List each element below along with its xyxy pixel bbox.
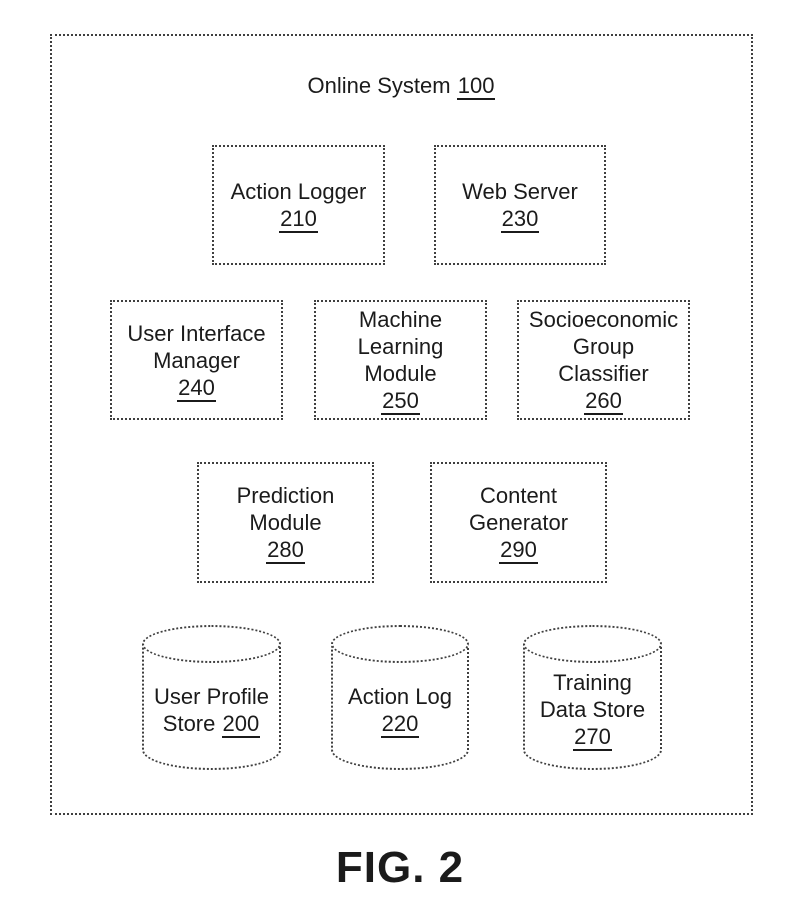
cylinder-top-ellipse	[331, 625, 469, 663]
module-box-web-server: Web Server 230	[434, 145, 606, 265]
module-box-socioeconomic-group-classifier: Socioeconomic Group Classifier 260	[517, 300, 690, 420]
module-label: Machine	[358, 307, 443, 332]
ref-line: 260	[519, 387, 688, 415]
datastore-cylinder-training-data-store: Training Data Store 270	[523, 625, 662, 770]
store-label: Data Store	[539, 697, 646, 722]
system-ref-number: 100	[456, 73, 496, 100]
store-label: Training	[553, 670, 632, 695]
cylinder-body	[523, 644, 662, 770]
datastore-label: Action Log 220	[331, 661, 469, 758]
ref-number: 270	[573, 724, 612, 751]
datastore-label: Training Data Store 270	[523, 661, 662, 758]
ref-line: 250	[316, 387, 485, 415]
ref-line: 220	[380, 710, 420, 738]
module-label: Module	[249, 510, 322, 535]
module-label: Prediction	[236, 483, 335, 508]
cylinder-top-ellipse	[523, 625, 662, 663]
module-label: Content	[479, 483, 558, 508]
ref-number: 210	[279, 206, 318, 233]
module-label: Classifier	[558, 361, 649, 386]
store-label: Action Log	[348, 683, 452, 709]
ref-number: 240	[177, 374, 216, 402]
ref-line: 210	[214, 205, 383, 233]
ref-line: Store 200	[162, 710, 261, 738]
module-label: Manager	[153, 347, 240, 373]
cylinder-body	[142, 644, 281, 770]
cylinder-body	[331, 644, 469, 770]
module-label: Generator	[468, 510, 569, 535]
ref-line: 290	[432, 536, 605, 564]
ref-number: 260	[584, 388, 623, 415]
module-label: Learning	[357, 334, 444, 359]
module-label: Action Logger	[230, 179, 367, 204]
system-title-label: Online System	[307, 73, 451, 98]
ref-number: 230	[500, 206, 540, 233]
online-system-boundary: Online System 100 Action Logger 210 Web …	[50, 34, 753, 815]
cylinder-top-ellipse	[142, 625, 281, 663]
datastore-label: User Profile Store 200	[142, 661, 281, 758]
module-box-content-generator: Content Generator 290	[430, 462, 607, 583]
ref-line: 280	[199, 536, 372, 564]
module-label: User Interface	[127, 320, 266, 346]
ref-number: 280	[266, 537, 305, 564]
store-label: Store	[162, 710, 216, 736]
system-title: Online System 100	[52, 72, 751, 100]
ref-number: 250	[381, 388, 420, 415]
ref-line: 270	[573, 723, 612, 751]
module-label: Module	[364, 361, 437, 386]
store-label: User Profile	[154, 683, 269, 709]
module-box-machine-learning-module: Machine Learning Module 250	[314, 300, 487, 420]
module-label: Socioeconomic	[528, 307, 679, 332]
module-label: Group	[572, 334, 635, 359]
ref-number: 220	[380, 710, 420, 738]
figure-caption: FIG. 2	[335, 843, 465, 892]
module-box-prediction-module: Prediction Module 280	[197, 462, 374, 583]
ref-line: 240	[112, 374, 281, 402]
module-box-action-logger: Action Logger 210	[212, 145, 385, 265]
module-label: Web Server	[462, 179, 578, 204]
module-box-user-interface-manager: User Interface Manager 240	[110, 300, 283, 420]
ref-number: 290	[499, 537, 538, 564]
ref-line: 230	[436, 205, 604, 233]
datastore-cylinder-user-profile-store: User Profile Store 200	[142, 625, 281, 770]
ref-number: 200	[221, 710, 261, 738]
datastore-cylinder-action-log: Action Log 220	[331, 625, 469, 770]
